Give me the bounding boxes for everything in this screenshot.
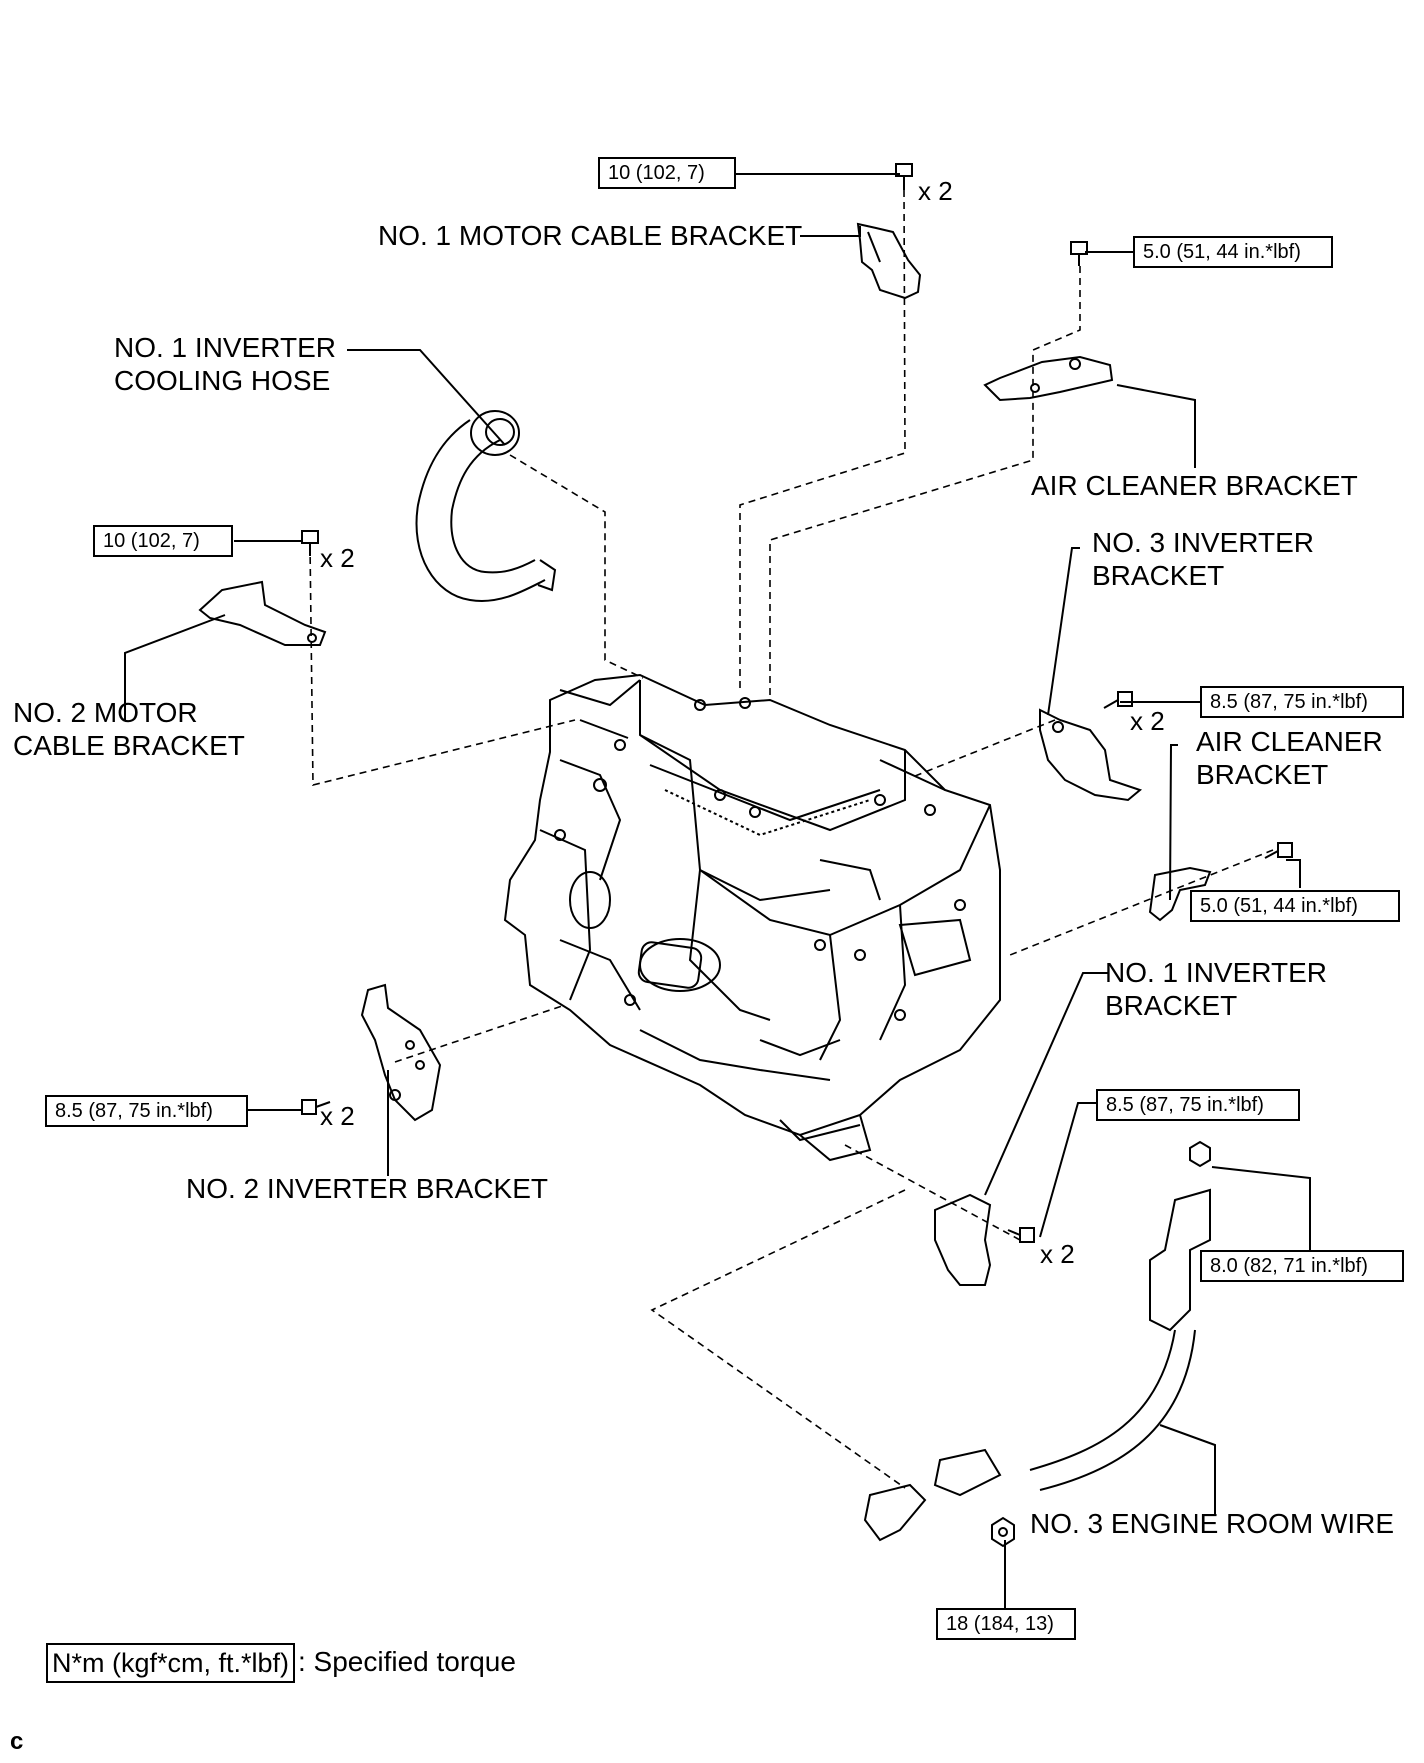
part-label-line: COOLING HOSE [114, 365, 331, 396]
torque-spec-inverter-bracket-3: 8.5 (87, 75 in.*lbf) [1200, 686, 1404, 718]
torque-spec-engine-room-wire-nut: 18 (184, 13) [936, 1608, 1076, 1640]
legend-unit-box: N*m (kgf*cm, ft.*lbf) [46, 1643, 296, 1683]
torque-spec-motor-cable-bracket-1: 10 (102, 7) [598, 157, 736, 189]
part-label-line: NO. 1 INVERTER [114, 332, 336, 363]
inverter-assembly [503, 673, 1001, 1162]
quantity-label: x 2 [320, 1101, 355, 1131]
no2-inverter-bracket [360, 983, 442, 1122]
part-label-no1-inverter-cooling-hose: NO. 1 INVERTER COOLING HOSE [114, 331, 336, 397]
quantity-label: x 2 [1130, 706, 1165, 736]
bolt-icon [1189, 1140, 1211, 1168]
part-label-line: BRACKET [1196, 759, 1329, 790]
part-label-air-cleaner-bracket-top: AIR CLEANER BRACKET [1031, 470, 1358, 501]
corner-code: c [10, 1728, 24, 1755]
part-label-line: NO. 2 MOTOR [13, 697, 198, 728]
air-cleaner-bracket-right [1148, 866, 1212, 922]
torque-spec-engine-room-wire-top: 8.0 (82, 71 in.*lbf) [1200, 1250, 1404, 1282]
part-label-line: BRACKET [1092, 560, 1225, 591]
torque-spec-air-cleaner-bracket-top: 5.0 (51, 44 in.*lbf) [1133, 236, 1333, 268]
part-label-line: NO. 1 INVERTER [1105, 957, 1327, 988]
part-label-no3-engine-room-wire: NO. 3 ENGINE ROOM WIRE [1030, 1508, 1395, 1539]
part-label-no2-inverter-bracket: NO. 2 INVERTER BRACKET [186, 1173, 549, 1204]
bolt-icon [895, 163, 913, 190]
quantity-label: x 2 [1040, 1239, 1075, 1269]
bolt-icon [1070, 241, 1088, 266]
air-cleaner-bracket-top [983, 355, 1114, 402]
inverter-cooling-hose [415, 410, 557, 602]
bolt-icon [301, 1099, 331, 1115]
part-label-no1-inverter-bracket: NO. 1 INVERTER BRACKET [1105, 956, 1327, 1022]
quantity-label: x 2 [918, 176, 953, 206]
no1-motor-cable-bracket [856, 222, 922, 300]
torque-spec-inverter-bracket-1: 8.5 (87, 75 in.*lbf) [1096, 1089, 1300, 1121]
no2-motor-cable-bracket [198, 580, 327, 646]
part-label-line: BRACKET [1105, 990, 1238, 1021]
torque-spec-motor-cable-bracket-2: 10 (102, 7) [93, 525, 233, 557]
part-label-no1-motor-cable-bracket: NO. 1 MOTOR CABLE BRACKET [378, 220, 803, 251]
legend-description: : Specified torque [298, 1646, 516, 1677]
torque-spec-inverter-bracket-2: 8.5 (87, 75 in.*lbf) [45, 1095, 248, 1127]
no3-inverter-bracket [1039, 708, 1143, 802]
part-label-line: CABLE BRACKET [13, 730, 245, 761]
part-label-no2-motor-cable-bracket: NO. 2 MOTOR CABLE BRACKET [13, 696, 245, 762]
bolt-icon [1103, 691, 1133, 709]
nut-icon [991, 1516, 1015, 1548]
bolt-icon [1007, 1227, 1035, 1243]
fasteners [301, 163, 1293, 1548]
part-label-line: AIR CLEANER [1196, 726, 1383, 757]
torque-spec-air-cleaner-bracket-right: 5.0 (51, 44 in.*lbf) [1190, 890, 1400, 922]
part-label-no3-inverter-bracket: NO. 3 INVERTER BRACKET [1092, 526, 1314, 592]
engine-room-wire [863, 1188, 1211, 1542]
part-label-air-cleaner-bracket-right: AIR CLEANER BRACKET [1196, 725, 1383, 791]
bolt-icon [301, 530, 319, 556]
quantity-label: x 2 [320, 543, 355, 573]
dashed-install-lines [309, 189, 1274, 1489]
no1-inverter-bracket [934, 1193, 992, 1286]
part-label-line: NO. 3 INVERTER [1092, 527, 1314, 558]
leader-lines [124, 173, 1311, 1623]
bolt-icon [1264, 842, 1293, 859]
